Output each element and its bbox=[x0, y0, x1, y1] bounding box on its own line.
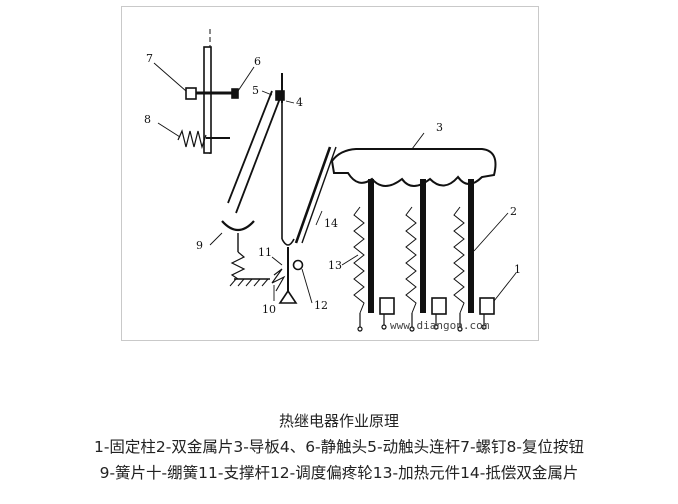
label-7: 7 bbox=[146, 52, 153, 65]
label-12: 12 bbox=[314, 299, 328, 312]
label-6: 6 bbox=[254, 55, 261, 68]
screw-7 bbox=[185, 87, 239, 100]
label-9: 9 bbox=[196, 239, 203, 252]
spring-plate-9 bbox=[221, 220, 255, 232]
contact-link-5b bbox=[235, 92, 283, 214]
reset-button-8 bbox=[177, 129, 230, 150]
thermal-relay-diagram: 7 6 5 4 8 3 2 14 9 11 13 1 12 10 www.dia… bbox=[144, 29, 521, 332]
label-10: 10 bbox=[262, 303, 276, 316]
label-11: 11 bbox=[258, 246, 272, 259]
eccentric-12 bbox=[292, 259, 304, 271]
heater-unit-b bbox=[405, 179, 447, 315]
caption-title: 热继电器作业原理 bbox=[278, 412, 399, 430]
heater-unit-a bbox=[353, 179, 395, 315]
label-1: 1 bbox=[514, 263, 521, 276]
heater-unit-c bbox=[453, 179, 495, 315]
spring-10 bbox=[230, 251, 246, 280]
figure-caption: 热继电器作业原理 1-固定柱2-双金属片3-导板4、6-静触头5-动触头连杆7-… bbox=[0, 410, 678, 486]
label-2: 2 bbox=[510, 205, 517, 218]
support-base bbox=[278, 289, 298, 304]
label-3: 3 bbox=[436, 121, 443, 134]
contact-link-5a bbox=[227, 90, 273, 204]
label-5: 5 bbox=[252, 84, 259, 97]
caption-legend-line-1: 1-固定柱2-双金属片3-导板4、6-静触头5-动触头连杆7-螺钉8-复位按钮 bbox=[93, 438, 585, 456]
caption-legend-line-2: 9-簧片十-绷簧11-支撑杆12-调度偏疼轮13-加热元件14-抵偿双金属片 bbox=[99, 464, 579, 482]
compensation-bimetal-14b bbox=[301, 146, 337, 244]
diagram-frame: 7 6 5 4 8 3 2 14 9 11 13 1 12 10 www.dia… bbox=[121, 6, 539, 341]
label-13: 13 bbox=[328, 259, 342, 272]
label-14: 14 bbox=[324, 217, 338, 230]
label-4: 4 bbox=[296, 96, 303, 109]
reset-post bbox=[203, 46, 212, 154]
label-8: 8 bbox=[144, 113, 151, 126]
compensation-bimetal-14a bbox=[294, 146, 332, 244]
watermark: www.diangon.com bbox=[390, 319, 490, 332]
static-contact-4 bbox=[275, 73, 285, 103]
